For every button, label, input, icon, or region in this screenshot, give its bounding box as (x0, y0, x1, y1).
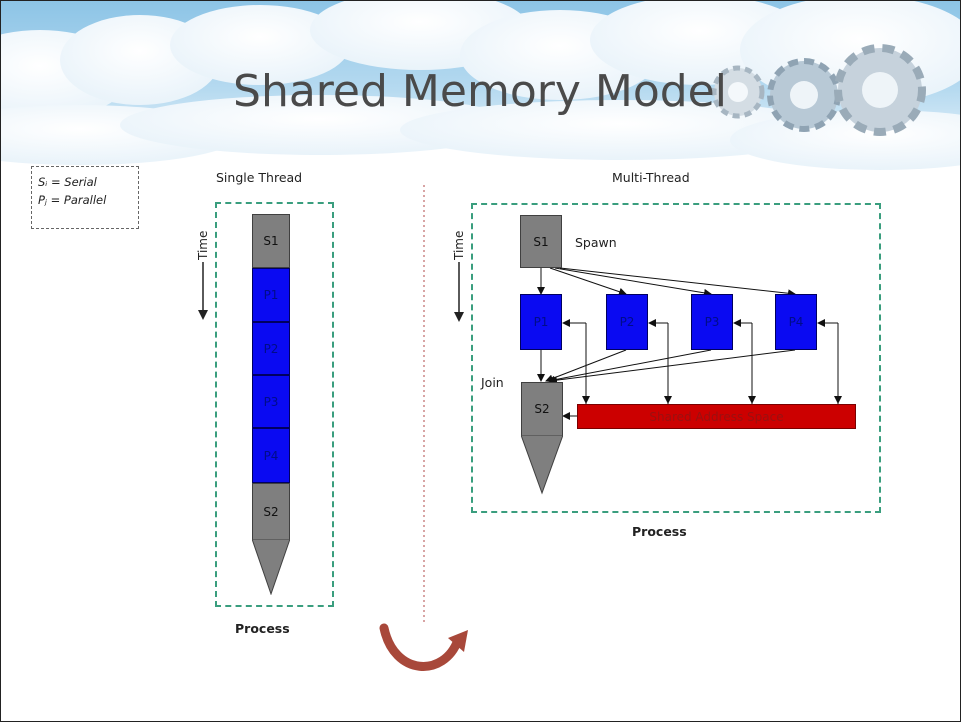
shared-address-space: Shared Address Space (577, 404, 856, 429)
multi-p4-block: P4 (775, 294, 817, 350)
spawn-label: Spawn (575, 235, 617, 250)
multi-process-border (471, 203, 881, 513)
single-thread-heading: Single Thread (216, 170, 303, 185)
single-p1-block: P1 (252, 268, 290, 322)
single-s2-block: S2 (252, 483, 290, 540)
cycle-arrow-icon (379, 623, 468, 671)
join-label: Join (481, 375, 504, 390)
single-pencil-tip (252, 539, 290, 595)
single-p3-block: P3 (252, 375, 290, 428)
multi-s2-block: S2 (521, 382, 563, 436)
single-process-label: Process (235, 621, 290, 636)
legend-box: Sᵢ = Serial Pⱼ = Parallel (31, 166, 139, 229)
legend-serial: Sᵢ = Serial (38, 175, 97, 189)
multi-p1-block: P1 (520, 294, 562, 350)
single-p2-block: P2 (252, 322, 290, 375)
multi-p2-block: P2 (606, 294, 648, 350)
multi-process-label: Process (632, 524, 687, 539)
single-time-arrow (198, 262, 208, 320)
multi-p3-block: P3 (691, 294, 733, 350)
single-p4-block: P4 (252, 428, 290, 483)
multi-time-arrow (454, 262, 464, 322)
single-process-border (215, 202, 334, 607)
single-s1-block: S1 (252, 214, 290, 268)
legend-parallel: Pⱼ = Parallel (38, 193, 107, 207)
multi-pencil-tip (521, 435, 563, 495)
multi-s1-block: S1 (520, 215, 562, 268)
slide-title: Shared Memory Model (233, 66, 727, 117)
multi-thread-heading: Multi-Thread (612, 170, 690, 185)
